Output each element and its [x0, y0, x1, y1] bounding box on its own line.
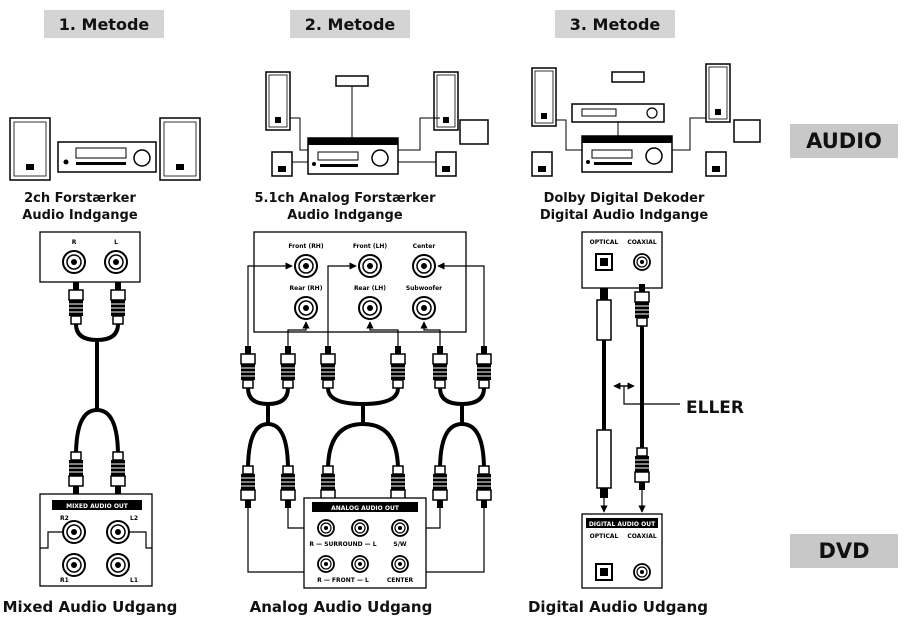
- analog-out-header: [312, 502, 418, 512]
- rear-lh-label: Rear (LH): [354, 285, 386, 292]
- output-r1-label: R1: [60, 577, 69, 584]
- coaxial-out-label: COAXIAL: [627, 533, 656, 540]
- bottom-caption-1: Mixed Audio Udgang: [2, 598, 178, 616]
- method-2-badge: 2. Metode: [290, 10, 410, 38]
- front-label: R — FRONT — L: [317, 577, 369, 584]
- amp-1-caption: 2ch Forstærker Audio Indgange: [0, 190, 190, 224]
- output-r2-label: R2: [60, 515, 69, 522]
- optical-in-label: OPTICAL: [590, 239, 619, 246]
- bottom-caption-3: Digital Audio Udgang: [527, 598, 708, 616]
- dvd-badge: DVD: [790, 534, 898, 568]
- bottom-caption-2: Analog Audio Udgang: [249, 598, 433, 616]
- audio-badge: AUDIO: [790, 124, 898, 158]
- left-speaker: [9, 117, 51, 181]
- amp-1-caption-line2: Audio Indgange: [22, 208, 138, 223]
- method-2-system: [265, 71, 489, 177]
- av-receiver: [307, 137, 399, 175]
- subwoofer: [459, 119, 489, 145]
- rear-rh-jack: [294, 296, 318, 320]
- method-3-input-panel: OPTICAL COAXIAL: [581, 231, 663, 289]
- method-3-cables: [596, 283, 680, 513]
- front-right-speaker: [705, 63, 731, 123]
- digital-out-header-text: DIGITAL AUDIO OUT: [589, 521, 656, 528]
- optical-out-label: OPTICAL: [590, 533, 619, 540]
- output-r2-jack: [62, 520, 86, 544]
- subwoofer: [733, 119, 761, 143]
- front-rh-label: Front (RH): [288, 243, 323, 250]
- method-3-badge: 3. Metode: [555, 10, 675, 38]
- input-l-jack: [104, 250, 128, 274]
- center-speaker: [611, 71, 645, 83]
- amp-3-caption: Dolby Digital Dekoder Digital Audio Indg…: [514, 190, 734, 224]
- output-l1-jack: [106, 553, 130, 577]
- front-l-jack: [351, 555, 369, 573]
- center-speaker: [335, 75, 369, 87]
- front-rh-jack: [294, 254, 318, 278]
- center-out-jack: [391, 555, 409, 573]
- rear-left-speaker: [271, 151, 293, 177]
- input-l-label: L: [114, 239, 118, 246]
- method-3-system: [531, 63, 761, 177]
- method-1-input-panel: R L: [39, 231, 141, 283]
- output-l1-label: L1: [130, 577, 138, 584]
- stereo-amplifier: [57, 141, 157, 173]
- front-r-jack: [317, 555, 335, 573]
- rear-lh-jack: [358, 296, 382, 320]
- center-jack: [412, 254, 436, 278]
- dolby-decoder: [571, 103, 665, 123]
- front-left-speaker: [265, 71, 291, 131]
- rear-right-speaker: [705, 151, 727, 177]
- front-lh-label: Front (LH): [353, 243, 388, 250]
- rear-rh-label: Rear (RH): [290, 285, 323, 292]
- method-1-badge: 1. Metode: [44, 10, 164, 38]
- mixed-out-header-text: MIXED AUDIO OUT: [66, 503, 129, 510]
- eller-label: ELLER: [686, 398, 744, 418]
- method-1-cable: [68, 281, 126, 495]
- analog-out-header-text: ANALOG AUDIO OUT: [331, 505, 400, 512]
- output-l2-jack: [106, 520, 130, 544]
- subwoofer-jack: [412, 296, 436, 320]
- coaxial-in-jack: [633, 253, 651, 271]
- method-3-output-panel: DIGITAL AUDIO OUT OPTICAL COAXIAL: [581, 513, 663, 589]
- surround-l-jack: [351, 519, 369, 537]
- sw-jack: [391, 519, 409, 537]
- method-2-input-panel: Front (RH) Front (LH) Center Rear (RH) R…: [253, 231, 467, 333]
- center-label: Center: [413, 243, 436, 250]
- center-out-label: CENTER: [387, 577, 414, 584]
- rear-left-speaker: [531, 151, 553, 177]
- front-lh-jack: [358, 254, 382, 278]
- surround-label: R — SURROUND — L: [309, 541, 376, 548]
- sw-label: S/W: [393, 541, 407, 548]
- coaxial-in-label: COAXIAL: [627, 239, 656, 246]
- amp-2-caption-line1: 5.1ch Analog Forstærker: [254, 191, 436, 206]
- method-2-output-panel: ANALOG AUDIO OUT R — SURROUND — L S/W R …: [303, 497, 427, 589]
- input-r-label: R: [72, 239, 77, 246]
- subwoofer-label: Subwoofer: [406, 285, 442, 292]
- output-l2-label: L2: [130, 515, 138, 522]
- output-r1-jack: [62, 553, 86, 577]
- method-1-system: [9, 117, 201, 181]
- av-receiver: [581, 135, 673, 173]
- digital-out-header: [586, 518, 658, 528]
- method-1-output-panel: MIXED AUDIO OUT R2 L2 R1 L1: [39, 493, 153, 587]
- front-right-speaker: [433, 71, 459, 131]
- input-r-jack: [62, 250, 86, 274]
- amp-2-caption: 5.1ch Analog Forstærker Audio Indgange: [235, 190, 455, 224]
- amp-2-caption-line2: Audio Indgange: [287, 208, 403, 223]
- coaxial-out-jack: [633, 563, 651, 581]
- amp-3-caption-line1: Dolby Digital Dekoder: [543, 191, 705, 206]
- amp-1-caption-line1: 2ch Forstærker: [24, 191, 136, 206]
- front-left-speaker: [531, 67, 557, 127]
- right-speaker: [159, 117, 201, 181]
- mixed-out-header: [52, 500, 142, 510]
- rear-right-speaker: [435, 151, 457, 177]
- amp-3-caption-line2: Digital Audio Indgange: [539, 208, 709, 223]
- surround-r-jack: [317, 519, 335, 537]
